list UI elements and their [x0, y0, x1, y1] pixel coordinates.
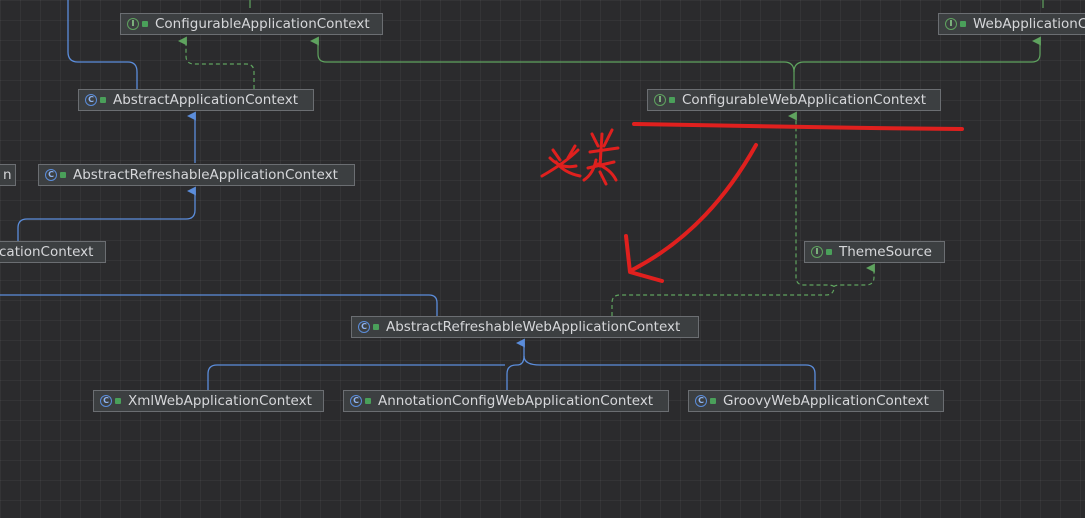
node-label: GroovyWebApplicationContext — [723, 393, 929, 409]
class-icon: C — [100, 395, 112, 407]
public-visibility-icon — [710, 398, 716, 404]
interface-icon: I — [127, 18, 139, 30]
node-theme-source[interactable]: I ThemeSource — [804, 241, 945, 263]
edge-arwac-implements-cwac — [611, 111, 835, 316]
public-visibility-icon — [60, 172, 66, 178]
edge-annotation-extends-arwac — [506, 338, 525, 390]
node-annotation-config-web-application-context[interactable]: C AnnotationConfigWebApplicationContext — [343, 390, 669, 412]
node-label: AbstractRefreshableApplicationContext — [73, 167, 338, 183]
node-label: WebApplicationContext — [973, 16, 1085, 32]
class-icon: C — [350, 395, 362, 407]
class-icon: C — [45, 169, 57, 181]
class-icon: C — [85, 94, 97, 106]
public-visibility-icon — [960, 21, 966, 27]
public-visibility-icon — [669, 97, 675, 103]
class-icon: C — [695, 395, 707, 407]
public-visibility-icon — [142, 21, 148, 27]
interface-icon: I — [654, 94, 666, 106]
class-icon: C — [358, 321, 370, 333]
edge-arwac-extends-left — [0, 294, 438, 316]
edge-cwac-extends-cac — [309, 36, 795, 89]
public-visibility-icon — [373, 324, 379, 330]
node-xml-web-application-context[interactable]: C XmlWebApplicationContext — [93, 390, 324, 412]
node-label: cationContext — [0, 244, 94, 260]
public-visibility-icon — [826, 249, 832, 255]
edge-groovy-extends-arwac — [540, 364, 816, 390]
node-label: XmlWebApplicationContext — [128, 393, 312, 409]
edge-arwac-implements-theme — [833, 263, 875, 288]
interface-icon: I — [811, 246, 823, 258]
node-abstract-refreshable-application-context[interactable]: C AbstractRefreshableApplicationContext — [38, 164, 355, 186]
edge-abstract-implements-configurable — [177, 36, 255, 89]
node-partial-config-application-context[interactable]: cationContext — [0, 241, 106, 263]
node-abstract-application-context[interactable]: C AbstractApplicationContext — [78, 89, 314, 111]
node-label: n — [3, 167, 12, 183]
node-configurable-application-context[interactable]: I ConfigurableApplicationContext — [120, 13, 383, 35]
edge-xml-extends-arwac — [207, 364, 505, 390]
public-visibility-icon — [365, 398, 371, 404]
node-label: AbstractApplicationContext — [113, 92, 298, 108]
node-configurable-web-application-context[interactable]: I ConfigurableWebApplicationContext — [647, 89, 941, 111]
edge-top-left-extends — [67, 0, 138, 89]
node-partial-left[interactable]: n — [0, 164, 16, 186]
edge-cwac-extends-wac — [793, 36, 1041, 73]
node-label: ConfigurableWebApplicationContext — [682, 92, 927, 108]
edge-merge-right — [523, 355, 541, 366]
node-label: AbstractRefreshableWebApplicationContext — [386, 319, 681, 335]
node-abstract-refreshable-web-application-context[interactable]: C AbstractRefreshableWebApplicationConte… — [351, 316, 699, 338]
node-groovy-web-application-context[interactable]: C GroovyWebApplicationContext — [688, 390, 944, 412]
node-web-application-context[interactable]: I WebApplicationContext — [938, 13, 1085, 35]
public-visibility-icon — [115, 398, 121, 404]
interface-icon: I — [945, 18, 957, 30]
node-label: AnnotationConfigWebApplicationContext — [378, 393, 654, 409]
edge-partial-extends-arac — [17, 186, 196, 241]
node-label: ConfigurableApplicationContext — [155, 16, 370, 32]
public-visibility-icon — [100, 97, 106, 103]
node-label: ThemeSource — [839, 244, 932, 260]
